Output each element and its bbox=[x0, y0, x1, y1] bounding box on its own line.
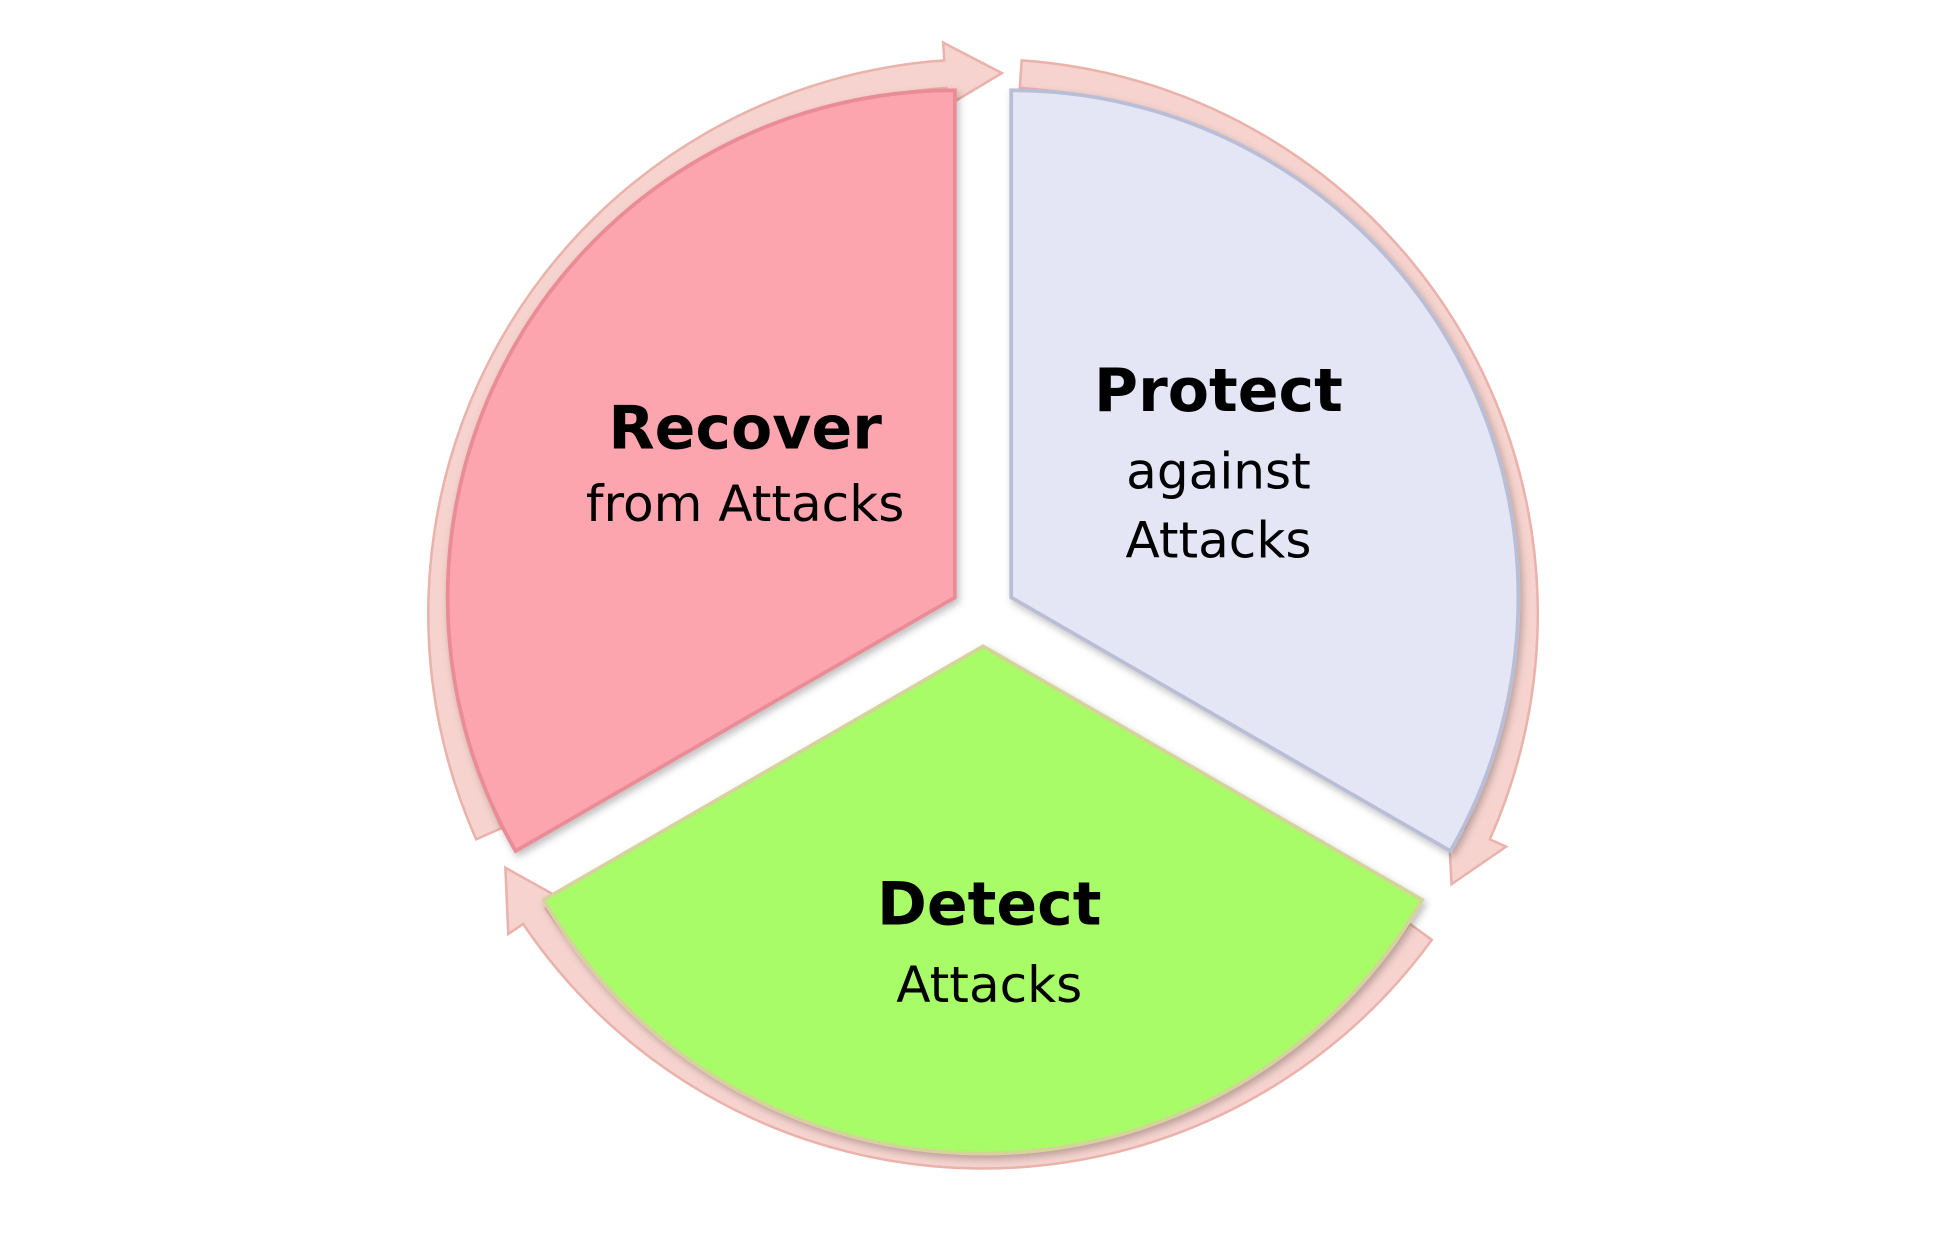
detect-label: Detect Attacks bbox=[877, 869, 1101, 1014]
detect-line-1: Attacks bbox=[896, 956, 1082, 1014]
segment-recover bbox=[445, 88, 957, 854]
protect-label: Protect against Attacks bbox=[1094, 356, 1343, 570]
protect-line-1: against bbox=[1126, 443, 1311, 501]
protect-line-2: Attacks bbox=[1125, 511, 1311, 569]
cycle-segments bbox=[445, 88, 1521, 1156]
recover-title: Recover bbox=[608, 393, 882, 463]
segment-detect bbox=[541, 644, 1425, 1156]
segment-protect bbox=[1009, 88, 1521, 854]
detect-title: Detect bbox=[877, 869, 1101, 939]
recover-label: Recover from Attacks bbox=[586, 393, 904, 533]
recover-line-1: from Attacks bbox=[586, 475, 904, 533]
protect-title: Protect bbox=[1094, 356, 1343, 426]
